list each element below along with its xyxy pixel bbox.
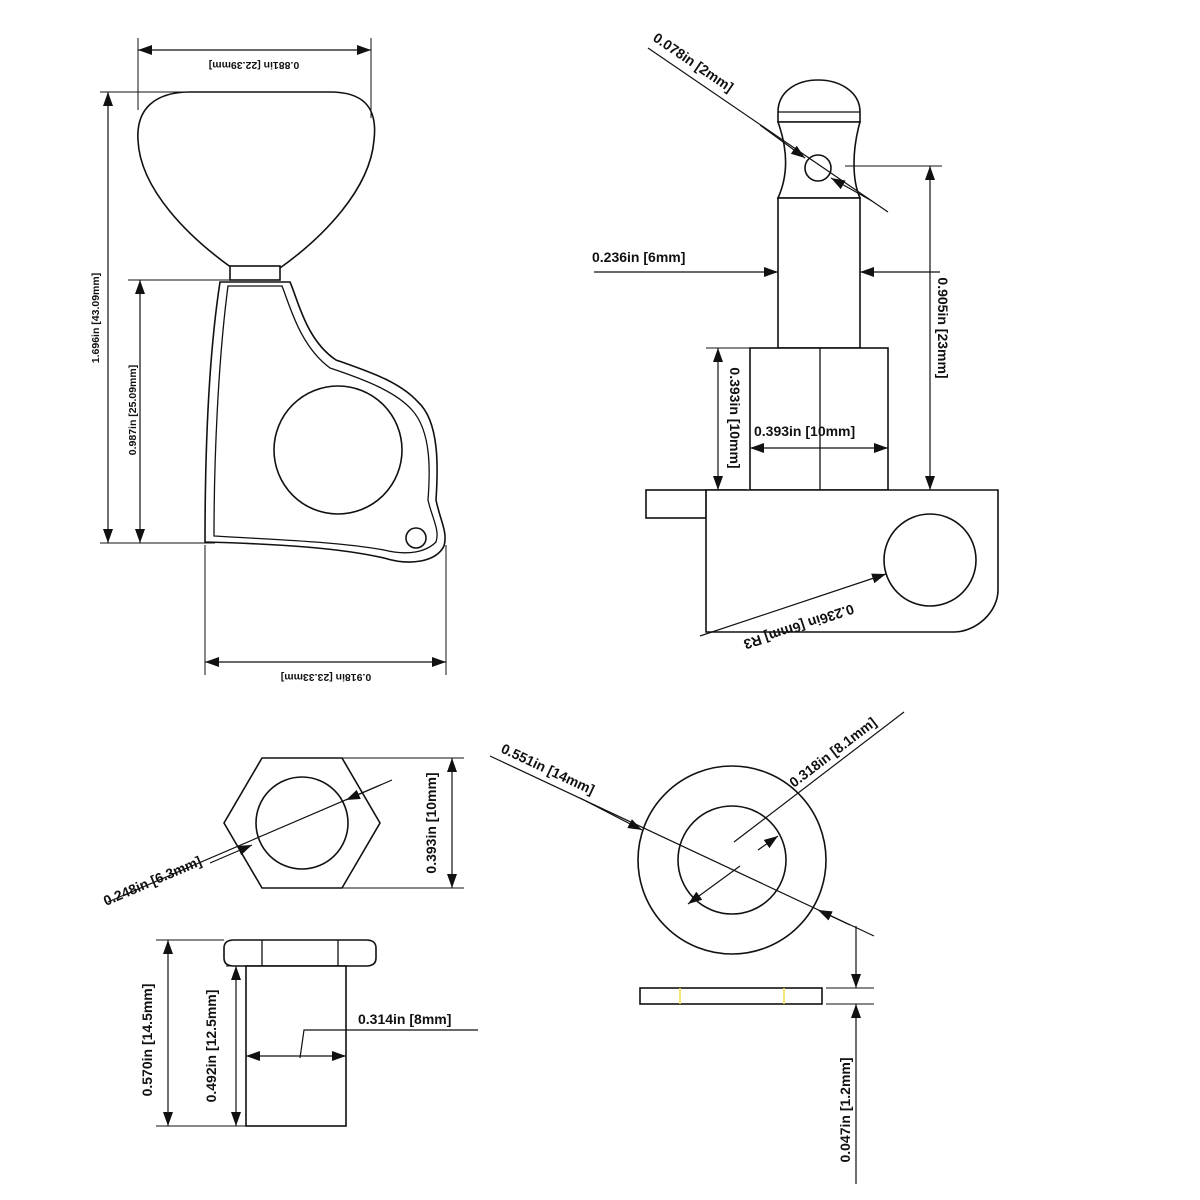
post-diameter-label: 0.236in [6mm] (592, 249, 685, 265)
washer-side (639, 987, 823, 1005)
key-neck (229, 265, 281, 281)
screw-hole (405, 527, 427, 549)
tuner-key-button (137, 91, 376, 269)
hex-nut-bore (255, 776, 349, 870)
key-width-label: 0.881in [22.39mm] (209, 59, 299, 71)
nut-bore-label: 0.248in [6.3mm] (101, 853, 204, 909)
ferrule-flange (223, 939, 377, 967)
ferrule-shank (245, 965, 347, 1127)
post-bushing (749, 347, 889, 491)
mount-hole-dim-line (699, 573, 887, 637)
washer-inner (677, 805, 787, 915)
tuner-post (777, 197, 861, 349)
string-hole-dim-line (647, 47, 889, 213)
washer-outer-label: 0.551in [14mm] (499, 740, 597, 797)
washer-inner-dim-line (733, 711, 905, 843)
base-width-label: 0.918in [23.33mm] (281, 671, 371, 683)
housing-inner-edge (213, 285, 438, 554)
nut-bore-dim-line (107, 779, 393, 903)
string-hole (804, 154, 832, 182)
washer-outer-dim-line (489, 755, 875, 937)
post-height-label: 0.905in [23mm] (935, 277, 951, 378)
string-hole-label: 0.078in [2mm] (650, 29, 736, 95)
hex-nut-top-view: 0.248in [6.3mm] 0.393in [10mm] (101, 757, 464, 909)
washer-view: 0.551in [14mm] 0.318in [8.1mm] 0.047in [… (489, 711, 905, 1184)
nut-height-label: 0.393in [10mm] (423, 772, 439, 873)
ferrule-shank-label: 0.492in [12.5mm] (203, 990, 219, 1103)
gear-shaft-hole (273, 385, 403, 515)
post-front-view: 0.078in [2mm] 0.236in [6mm] 0.905in [23m… (592, 29, 999, 653)
mount-hole (883, 513, 977, 607)
ferrule-side-view: 0.570in [14.5mm] 0.492in [12.5mm] 0.314i… (139, 939, 478, 1127)
ferrule-diameter-label: 0.314in [8mm] (358, 1011, 451, 1027)
washer-thickness-label: 0.047in [1.2mm] (837, 1057, 853, 1162)
ferrule-total-label: 0.570in [14.5mm] (139, 984, 155, 1097)
bushing-height-label: 0.393in [10mm] (727, 367, 743, 468)
bushing-diameter-label: 0.393in [10mm] (754, 423, 855, 439)
tuner-side-view: 0.881in [22.39mm] 1.696in [43.09mm] 0.98… (90, 38, 447, 683)
post-cap (777, 79, 861, 123)
body-height-label: 0.987in [25.09mm] (127, 365, 139, 455)
total-height-label: 1.696in [43.09mm] (90, 273, 102, 363)
washer-inner-label: 0.318in [8.1mm] (786, 714, 879, 791)
